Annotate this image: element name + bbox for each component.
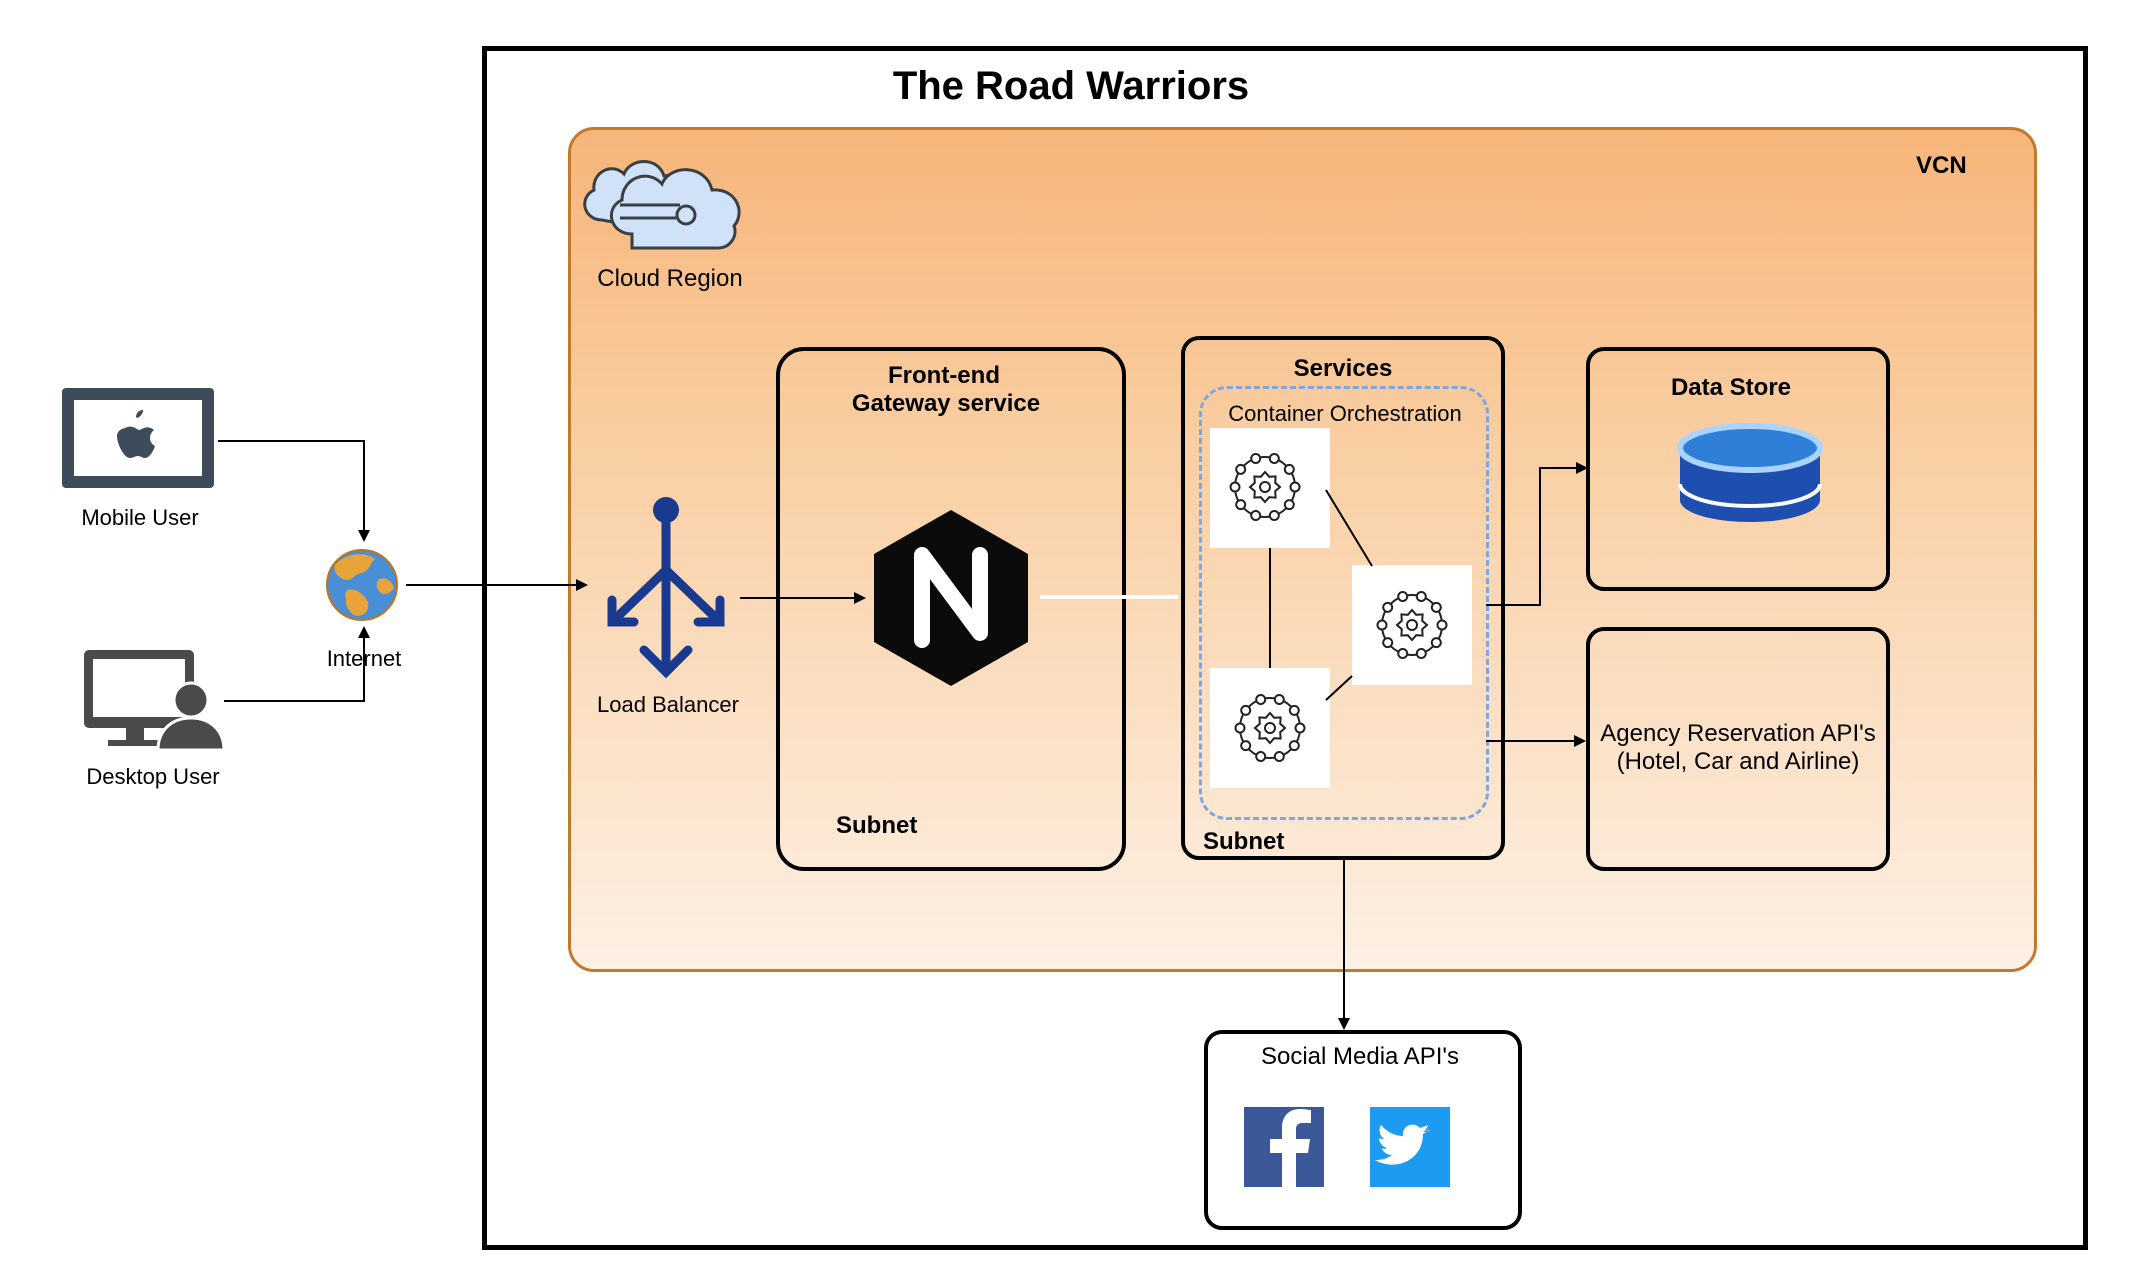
outer-frame [482, 46, 2088, 1250]
data-store-box [1586, 347, 1890, 591]
agency-api-box [1586, 627, 1890, 871]
social-media-title: Social Media API's [1260, 1043, 1459, 1070]
frontend-title-line2: Gateway service [851, 390, 1041, 417]
frontend-subnet-label: Subnet [836, 812, 918, 839]
apple-laptop-icon [62, 388, 214, 488]
container-orchestration-group [1199, 386, 1489, 820]
agency-line1: Agency Reservation API's [1600, 720, 1876, 747]
agency-line2: (Hotel, Car and Airline) [1616, 748, 1860, 775]
globe-icon [326, 549, 398, 621]
edge-desktop-internet [224, 626, 370, 702]
twitter-icon [1370, 1107, 1450, 1187]
nginx-icon [874, 510, 1028, 686]
container-orchestration-label: Container Orchestration [1228, 401, 1462, 426]
edge-mobile-internet [218, 440, 370, 542]
cloud-icon [583, 160, 741, 250]
frontend-subnet-box [776, 347, 1126, 871]
desktop-user-icon [84, 650, 226, 752]
gear-icon-1 [1229, 453, 1301, 521]
edge-node3-node2 [1325, 675, 1353, 701]
services-subnet-box [1181, 336, 1505, 860]
internet-label: Internet [326, 646, 402, 671]
desktop-user-label: Desktop User [86, 764, 220, 789]
facebook-icon [1244, 1107, 1324, 1187]
database-icon [1677, 423, 1823, 522]
gear-icon-3 [1234, 694, 1306, 762]
vcn-label: VCN [1916, 152, 1967, 179]
edge-node1-node2 [1325, 489, 1373, 567]
container-node-3 [1210, 668, 1330, 788]
data-store-title: Data Store [1670, 374, 1792, 401]
load-balancer-label: Load Balancer [597, 692, 739, 717]
social-media-box [1204, 1030, 1522, 1230]
services-subnet-label: Subnet [1203, 828, 1285, 855]
frontend-title-line1: Front-end [888, 362, 1000, 389]
edge-services-datastore [1486, 462, 1588, 606]
container-node-2 [1352, 565, 1472, 685]
diagram-title: The Road Warriors [892, 64, 1250, 108]
load-balancer-icon [607, 497, 725, 679]
mobile-user-label: Mobile User [81, 505, 199, 530]
services-title: Services [1293, 355, 1393, 382]
cloud-region-label: Cloud Region [597, 265, 743, 292]
vcn-container [568, 127, 2037, 972]
connectors [218, 440, 1588, 1030]
gear-icon-2 [1376, 591, 1448, 659]
